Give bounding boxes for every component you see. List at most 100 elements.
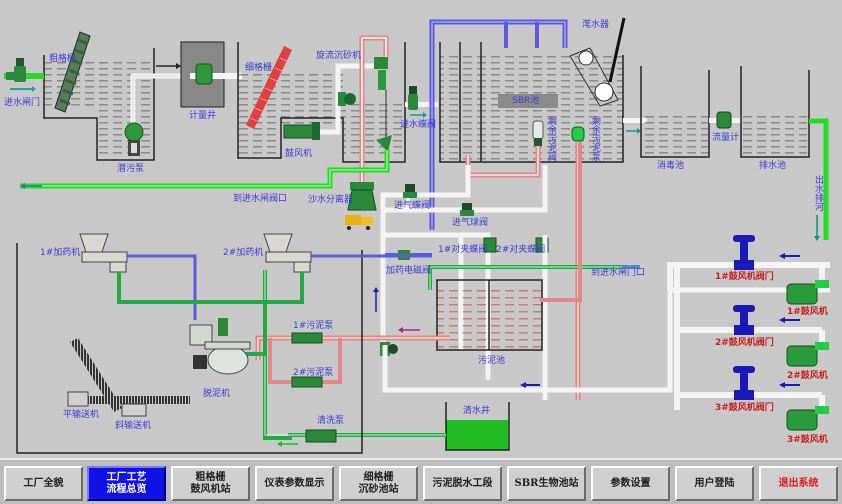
flow-arrow-left-icon [398, 327, 420, 333]
blower-1[interactable] [786, 280, 829, 305]
inclined-conveyor-motor [121, 403, 147, 417]
fine-screen [246, 46, 292, 129]
nav-label: 细格栅 沉砂池站 [358, 471, 399, 495]
label-blower-valve-2: 2#鼓风机阀门 [715, 338, 774, 348]
process-flow-diagram: 进水闸门 粗格栅 潜污泵 计量井 细格栅 鼓风机 旋流沉砂机 沙水分离器 到进水… [4, 17, 830, 454]
label-dewatering-machine: 脱泥机 [203, 389, 231, 399]
sludge-tank [436, 279, 543, 351]
cyclone-grit-machine[interactable] [374, 57, 388, 90]
blower-valve-1[interactable] [733, 235, 755, 270]
flow-arrow-left-icon [622, 265, 640, 269]
sbr-tank [439, 42, 624, 163]
nav-instrument-params[interactable]: 仪表参数显示 [255, 466, 334, 501]
label-blower-2: 2#鼓风机 [787, 371, 828, 381]
nav-sludge-dewatering[interactable]: 污泥脱水工段 [423, 466, 502, 501]
grit-agitator[interactable] [338, 92, 356, 106]
label-flat-conveyor: 平输送机 [63, 410, 100, 420]
disinfection-tank [640, 66, 710, 158]
process-diagram-svg [4, 17, 830, 454]
flow-arrow-left-icon [20, 183, 42, 189]
nav-label: SBR生物池站 [514, 477, 579, 489]
inlet-butterfly-valve[interactable] [408, 86, 418, 110]
decanter[interactable] [569, 17, 626, 107]
flow-arrow-left-icon [779, 253, 800, 259]
label-dosing-machine-2: 2#加药机 [223, 248, 264, 258]
clear-water-well [445, 402, 510, 451]
blower-3[interactable] [786, 406, 829, 431]
flow-arrow-right-icon [156, 63, 181, 69]
label-flow-meter: 流量计 [712, 133, 740, 143]
label-air-inlet-ball: 进气球阀 [452, 218, 489, 228]
nav-plant-overview[interactable]: 工厂全貌 [4, 466, 83, 501]
nav-param-settings[interactable]: 参数设置 [591, 466, 670, 501]
label-fine-screen: 细格栅 [245, 63, 273, 73]
label-dosing-valve: 加药电磁阀 [386, 266, 432, 276]
label-inlet-butterfly-valve: 进水蝶阀 [400, 120, 437, 130]
label-blower-valve-3: 3#鼓风机阀门 [715, 403, 774, 413]
sludge-pump-1[interactable] [291, 332, 323, 344]
blower-valve-2[interactable] [733, 305, 755, 335]
nav-label: 退出系统 [778, 477, 819, 489]
label-to-inlet-gate-2: 到进水闸门口 [591, 268, 646, 278]
label-blower: 鼓风机 [285, 149, 313, 159]
label-decanter: 滗水器 [582, 20, 610, 30]
sludge-pump-sbr[interactable] [571, 126, 585, 142]
flow-arrow-right-icon [410, 112, 427, 118]
label-sludge-pump-sbr: 剩余污泥泵 [590, 116, 600, 161]
inclined-conveyor[interactable] [70, 338, 122, 412]
nav-label: 工厂工艺 流程总览 [106, 471, 147, 495]
dewatering-room-wall [16, 243, 363, 454]
label-blower-valve-1: 1#鼓风机阀门 [715, 272, 774, 282]
label-air-inlet-butterfly: 进气蝶阀 [394, 201, 431, 211]
flat-conveyor-motor [67, 391, 89, 407]
dewatering-machine[interactable] [189, 318, 251, 375]
grit-blower[interactable] [283, 122, 320, 140]
label-discharge-tank: 排水池 [759, 161, 787, 171]
wash-pump[interactable] [305, 429, 337, 443]
nav-label: 粗格栅 鼓风机站 [190, 471, 231, 495]
label-sbr-tank: SBR池 [512, 96, 540, 106]
nav-coarse-screen-blower[interactable]: 粗格栅 鼓风机站 [171, 466, 250, 501]
blower-valve-3[interactable] [733, 366, 755, 400]
label-sludge-valve-1: 1#对夹蝶阀 [438, 245, 488, 255]
flow-arrow-right-icon [626, 128, 641, 134]
nav-process-overview[interactable]: 工厂工艺 流程总览 [87, 466, 166, 501]
flow-arrow-left-icon [277, 441, 298, 447]
discharge-tank [740, 66, 810, 158]
label-sludge-discharge-valve: 剩余污泥阀 [546, 116, 556, 161]
inlet-gate-valve[interactable] [6, 58, 26, 82]
nav-user-login[interactable]: 用户登陆 [675, 466, 754, 501]
sand-truck-icon [345, 215, 373, 230]
dosing-machine-2[interactable] [263, 233, 312, 273]
flow-arrow-down-icon [814, 215, 820, 241]
label-blower-1: 1#鼓风机 [787, 307, 828, 317]
nav-exit-system[interactable]: 退出系统 [759, 466, 838, 501]
submersible-pump[interactable] [124, 122, 144, 156]
flat-conveyor[interactable] [84, 396, 190, 404]
label-dosing-machine-1: 1#加药机 [40, 248, 81, 258]
label-inclined-conveyor: 斜输送机 [115, 421, 152, 431]
sludge-discharge-valve[interactable] [532, 120, 544, 146]
bottom-nav-bar: 工厂全貌 工厂工艺 流程总览 粗格栅 鼓风机站 仪表参数显示 细格栅 沉砂池站 … [0, 458, 842, 504]
label-inlet-gate: 进水闸门 [4, 98, 41, 108]
blower-2[interactable] [786, 342, 829, 367]
metering-well-flowmeter[interactable] [195, 63, 213, 85]
label-wash-pump: 清洗泵 [317, 416, 345, 426]
air-inlet-butterfly-valve[interactable] [403, 184, 417, 198]
flow-arrow-left-icon [779, 317, 800, 323]
label-submersible-pump: 潜污泵 [117, 164, 145, 174]
dosing-machine-1[interactable] [79, 233, 128, 273]
nav-fine-screen-grit[interactable]: 细格栅 沉砂池站 [339, 466, 418, 501]
air-inlet-ball-valve[interactable] [460, 203, 474, 216]
label-cyclone-grit: 旋流沉砂机 [316, 51, 362, 61]
flow-arrow-left-icon [520, 382, 540, 388]
label-blower-3: 3#鼓风机 [787, 435, 828, 445]
nav-sbr-station[interactable]: SBR生物池站 [507, 466, 586, 501]
grit-hopper [376, 135, 392, 152]
sand-water-separator[interactable] [347, 182, 377, 211]
sludge-butterfly-valve-1[interactable] [483, 237, 497, 253]
sludge-pump-2[interactable] [291, 376, 323, 388]
flow-meter[interactable] [716, 111, 732, 129]
label-sand-water-separator: 沙水分离器 [308, 195, 354, 205]
nav-label: 用户登陆 [694, 477, 735, 489]
